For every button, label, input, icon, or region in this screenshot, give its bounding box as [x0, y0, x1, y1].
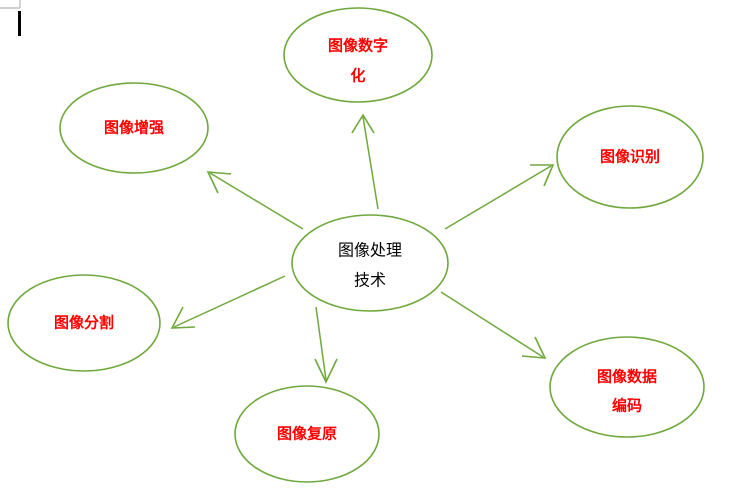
node-label-line1: 图像数据 [597, 368, 657, 386]
node-enhancement[interactable]: 图像增强 [59, 82, 209, 174]
node-recognition[interactable]: 图像识别 [556, 105, 704, 209]
connector-line [209, 172, 304, 230]
margin-corner-guide [0, 0, 21, 9]
node-label-line1: 图像复原 [277, 425, 337, 443]
node-ellipse[interactable] [234, 385, 380, 483]
node-ellipse[interactable] [556, 105, 704, 209]
connector-line [440, 291, 544, 358]
node-segmentation[interactable]: 图像分割 [7, 274, 161, 372]
node-label-line1: 图像数字 [328, 37, 388, 55]
nodes-layer: 图像数字 化 图像增强 图像识别 图像分割 图像数据 编码 图像复原 图像处理 [7, 7, 705, 483]
node-ellipse[interactable] [7, 274, 161, 372]
arrowhead [530, 164, 555, 187]
arrowhead [206, 171, 232, 194]
node-ellipse[interactable] [59, 82, 209, 174]
node-ellipse[interactable] [549, 336, 705, 438]
node-ellipse[interactable] [283, 7, 433, 103]
connector-to-enhancement [206, 171, 304, 230]
center-node[interactable]: 图像处理 技术 [291, 214, 449, 312]
text-caret[interactable] [18, 11, 21, 36]
node-ellipse[interactable] [291, 214, 449, 312]
connector-to-encoding [440, 291, 547, 359]
arrowhead [314, 358, 338, 384]
connector-line [315, 306, 327, 381]
arrowhead [170, 306, 196, 329]
node-label-line2: 编码 [612, 397, 642, 415]
connector-to-digitization [351, 113, 379, 210]
connectors-layer [170, 113, 555, 384]
node-restoration[interactable]: 图像复原 [234, 385, 380, 483]
connector-line [173, 275, 286, 328]
node-label-line2: 化 [350, 67, 365, 85]
center-node-label-line2: 技术 [354, 271, 386, 290]
connector-to-recognition [444, 164, 555, 230]
center-node-label-line1: 图像处理 [338, 241, 402, 260]
connector-line [444, 165, 552, 230]
node-digitization[interactable]: 图像数字 化 [283, 7, 433, 103]
connector-to-segmentation [170, 275, 286, 329]
node-encoding[interactable]: 图像数据 编码 [549, 336, 705, 438]
node-label-line1: 图像分割 [54, 314, 114, 332]
connector-line [362, 116, 379, 210]
node-label-line1: 图像识别 [600, 148, 660, 166]
arrowhead [351, 113, 375, 134]
node-label-line1: 图像增强 [104, 119, 164, 137]
connector-to-restoration [314, 306, 338, 384]
arrowhead [521, 336, 547, 359]
